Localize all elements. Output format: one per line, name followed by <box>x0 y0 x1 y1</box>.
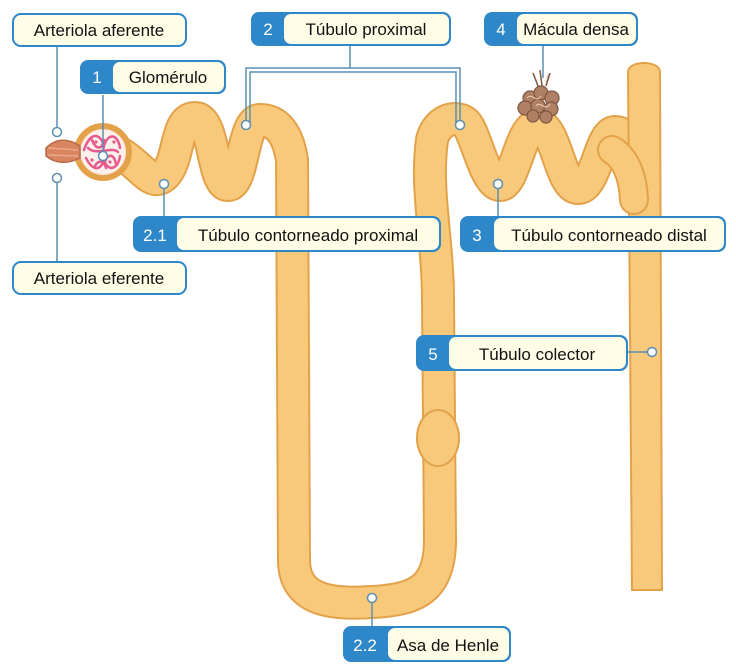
label-number: 2.2 <box>353 636 377 655</box>
label-text: Túbulo contorneado distal <box>511 226 707 245</box>
label-tubulo-contorneado-proximal: 2.1 Túbulo contorneado proximal <box>133 216 441 252</box>
label-tubulo-contorneado-distal: 3 Túbulo contorneado distal <box>460 216 726 252</box>
label-asa-de-henle: 2.2 Asa de Henle <box>343 626 511 662</box>
label-macula-densa: 4 Mácula densa <box>484 12 638 46</box>
label-glomerulo: 1 Glomérulo <box>80 60 226 94</box>
label-text: Túbulo colector <box>479 345 596 364</box>
label-number: 2 <box>263 20 272 39</box>
collecting-duct <box>612 63 662 590</box>
label-tubulo-colector: 5 Túbulo colector <box>416 335 628 371</box>
label-number: 1 <box>92 68 101 87</box>
label-arteriola-aferente: Arteriola aferente <box>13 14 186 46</box>
label-text: Mácula densa <box>523 20 629 39</box>
label-text: Túbulo contorneado proximal <box>198 226 418 245</box>
macula-densa <box>518 70 559 123</box>
label-number: 2.1 <box>143 226 167 245</box>
label-number: 5 <box>428 345 437 364</box>
label-text: Arteriola eferente <box>34 269 164 288</box>
label-text: Asa de Henle <box>397 636 499 655</box>
label-number: 3 <box>472 226 481 245</box>
tubule-bulge <box>417 410 459 466</box>
label-tubulo-proximal: 2 Túbulo proximal <box>251 12 451 46</box>
label-text: Arteriola aferente <box>34 21 164 40</box>
label-arteriola-eferente: Arteriola eferente <box>13 262 186 294</box>
label-text: Túbulo proximal <box>306 20 427 39</box>
label-text: Glomérulo <box>129 68 207 87</box>
label-number: 4 <box>496 20 505 39</box>
